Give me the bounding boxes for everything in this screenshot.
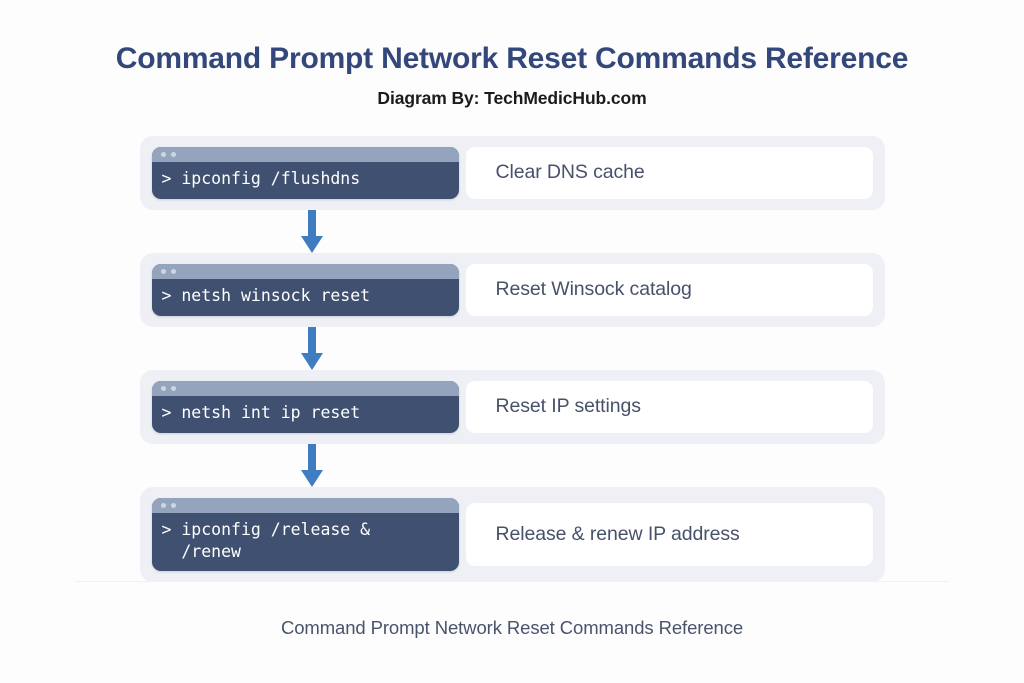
footer-divider [75,581,949,582]
description-text: Reset IP settings [495,395,641,417]
arrow-shaft [307,326,316,355]
command-text: > ipconfig /release & /renew [161,519,371,561]
diagram-header: Command Prompt Network Reset Commands Re… [0,0,1024,109]
command-text: > ipconfig /flushdns [161,168,361,188]
window-dot-icon [160,268,166,274]
terminal-body: > ipconfig /flushdns [152,162,459,199]
description-text: Clear DNS cache [495,161,645,183]
arrow-shaft [307,443,316,472]
description-card: Clear DNS cache [465,146,873,199]
terminal-titlebar [151,146,459,162]
command-flow-list: > ipconfig /flushdns Clear DNS cache [139,135,885,583]
flow-connector [140,209,885,253]
window-dot-icon [170,151,176,157]
command-row[interactable]: > netsh int ip reset Reset IP settings [139,369,885,444]
page-subtitle: Diagram By: TechMedicHub.com [377,87,647,108]
terminal-body: > ipconfig /release & /renew [152,513,459,572]
window-dot-icon [160,502,166,508]
arrow-shaft [307,209,316,238]
arrow-head [300,235,323,253]
arrow-head [300,469,323,487]
terminal-card[interactable]: > netsh winsock reset [151,263,459,316]
arrow-down-icon [300,443,323,487]
description-card: Reset Winsock catalog [465,263,873,316]
command-row[interactable]: > ipconfig /release & /renew Release & r… [139,486,885,583]
arrow-down-icon [300,326,323,370]
description-text: Reset Winsock catalog [495,278,692,300]
window-dot-icon [160,151,166,157]
command-text: > netsh winsock reset [161,285,371,305]
terminal-card[interactable]: > ipconfig /release & /renew [151,497,459,572]
terminal-card[interactable]: > netsh int ip reset [151,380,459,433]
description-text: Release & renew IP address [495,522,740,545]
terminal-card[interactable]: > ipconfig /flushdns [151,146,459,199]
arrow-down-icon [300,209,323,253]
terminal-body: > netsh winsock reset [152,279,459,316]
diagram-footer: Command Prompt Network Reset Commands Re… [0,581,1024,639]
command-row[interactable]: > ipconfig /flushdns Clear DNS cache [139,135,885,210]
arrow-head [300,352,323,370]
page-title: Command Prompt Network Reset Commands Re… [115,42,909,75]
footer-caption: Command Prompt Network Reset Commands Re… [280,617,744,638]
command-row[interactable]: > netsh winsock reset Reset Winsock cata… [139,252,885,327]
flow-connector [140,443,885,487]
window-dot-icon [170,502,176,508]
description-card: Reset IP settings [465,380,873,433]
window-dot-icon [170,385,176,391]
command-text: > netsh int ip reset [161,402,361,422]
window-dot-icon [160,385,166,391]
window-dot-icon [170,268,176,274]
flow-connector [140,326,885,370]
description-card: Release & renew IP address [465,502,873,566]
terminal-titlebar [151,380,459,396]
terminal-titlebar [151,497,459,513]
terminal-body: > netsh int ip reset [152,396,459,433]
terminal-titlebar [151,263,459,279]
